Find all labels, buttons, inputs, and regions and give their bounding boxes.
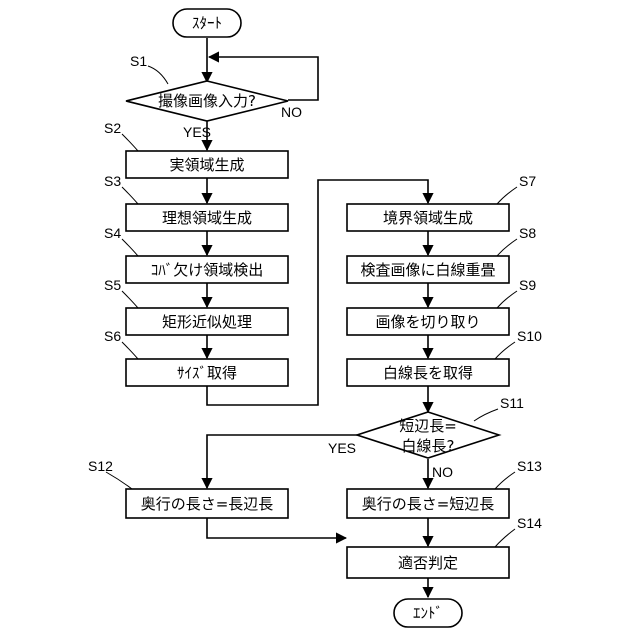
s14-label: S14: [517, 515, 542, 531]
s9-label: S9: [519, 277, 536, 293]
s2-leader: [122, 134, 138, 151]
s1-text: 撮像画像入力?: [158, 92, 256, 110]
s9-text: 画像を切り取り: [375, 313, 480, 331]
s10-label: S10: [517, 328, 542, 344]
s4-label: S4: [104, 225, 121, 241]
end-text: ｴﾝﾄﾞ: [413, 604, 443, 622]
s13-text: 奥行の長さ=短辺長: [362, 495, 495, 513]
s4-text: ｺﾊﾞ欠け領域検出: [151, 261, 264, 279]
s12-leader: [106, 472, 132, 489]
s14-text: 適否判定: [398, 554, 458, 572]
s7-label: S7: [519, 173, 536, 189]
s1-yes-label: YES: [183, 124, 211, 140]
s12-label: S12: [88, 458, 113, 474]
s6-leader: [122, 342, 138, 359]
arrow-s12-to-s14: [207, 518, 346, 538]
s11-leader: [474, 409, 498, 421]
s11-yes-label: YES: [328, 440, 356, 456]
s1-leader: [148, 66, 168, 84]
s11-text-line2: 白線長?: [402, 437, 455, 455]
s13-leader: [495, 472, 515, 489]
s8-label: S8: [519, 225, 536, 241]
s3-text: 理想領域生成: [162, 209, 252, 227]
s14-leader: [495, 529, 515, 547]
s4-leader: [122, 239, 138, 256]
s11-label: S11: [500, 395, 524, 411]
s5-label: S5: [104, 277, 121, 293]
s11-text-line1: 短辺長=: [399, 417, 457, 435]
s5-leader: [122, 291, 138, 308]
s7-text: 境界領域生成: [383, 209, 473, 227]
step-labels: S1 S2 S3 S4 S5 S6 S7 S8 S9 S10 S11 S12 S…: [88, 53, 542, 547]
s12-text: 奥行の長さ=長辺長: [141, 495, 274, 513]
s3-label: S3: [104, 173, 121, 189]
s2-label: S2: [104, 120, 121, 136]
s2-text: 実領域生成: [169, 156, 244, 174]
s11-no-label: NO: [432, 464, 453, 480]
s3-leader: [122, 187, 138, 204]
s8-text: 検査画像に白線重畳: [360, 261, 495, 279]
s10-leader: [495, 342, 515, 359]
s8-leader: [497, 239, 517, 256]
s5-text: 矩形近似処理: [162, 313, 252, 331]
s7-leader: [497, 187, 517, 204]
s13-label: S13: [517, 458, 542, 474]
s9-leader: [497, 291, 517, 308]
s6-text: ｻｲｽﾞ取得: [177, 364, 237, 382]
s6-label: S6: [104, 328, 121, 344]
s1-label: S1: [130, 53, 147, 69]
start-text: ｽﾀｰﾄ: [192, 14, 222, 32]
s10-text: 白線長を取得: [383, 364, 473, 382]
s1-no-label: NO: [281, 104, 302, 120]
